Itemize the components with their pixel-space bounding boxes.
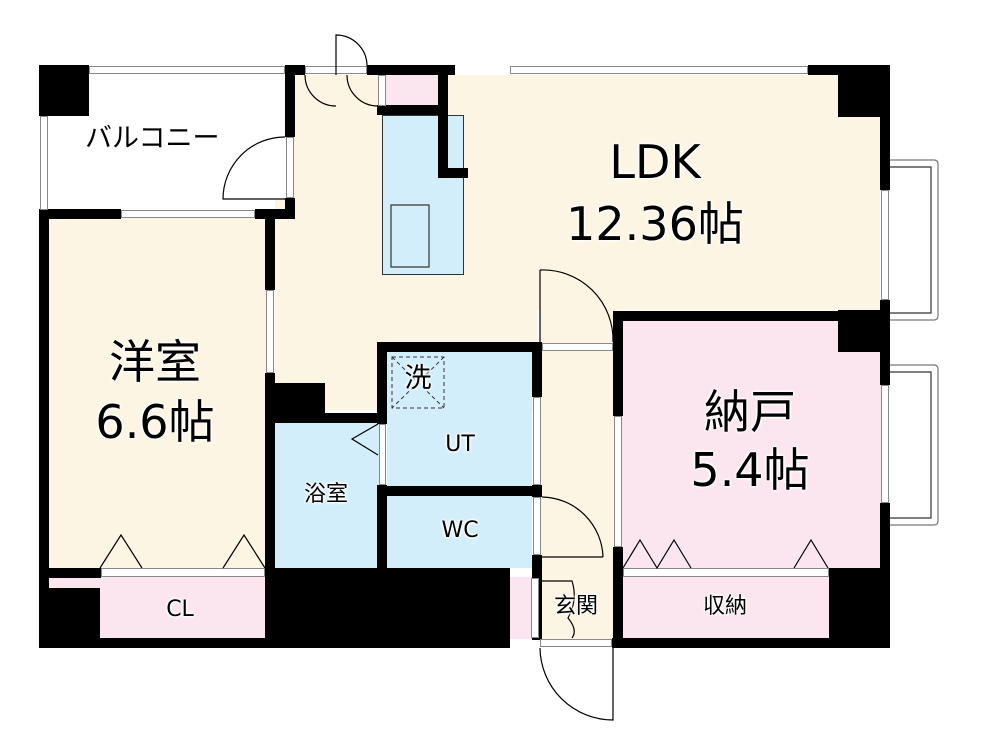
wall-balcony-bottom xyxy=(39,209,121,219)
wall-storeroom-left xyxy=(613,311,623,416)
toilet-label: WC xyxy=(441,518,479,543)
wall-ut-wc-divider xyxy=(377,486,542,496)
window-balcony-top xyxy=(89,66,285,74)
wall-ut-right xyxy=(532,342,542,397)
western-room-floor xyxy=(48,218,266,598)
wall-kitchen-top xyxy=(377,105,439,115)
storeroom-name-label: 納戸 xyxy=(704,385,796,439)
utility-floor xyxy=(387,352,532,487)
wall-entrance-left xyxy=(500,568,510,648)
wall-balcony-right-b xyxy=(285,198,295,218)
hallway-floor xyxy=(540,300,615,640)
pantry-floor xyxy=(386,75,438,107)
storage-label: 収納 xyxy=(702,594,747,619)
ldk-area-label: 12.36帖 xyxy=(566,197,744,251)
kitchen-counter xyxy=(382,115,464,275)
closet-label: CL xyxy=(166,597,194,622)
wall-bottom-mass xyxy=(265,568,500,648)
window-ldk-balcony-door xyxy=(286,137,294,198)
wall-right-1 xyxy=(880,65,890,190)
wall-balcony-bottom-b xyxy=(255,209,295,219)
window-ldk-right xyxy=(881,190,889,300)
wall-kitchen-right xyxy=(438,65,448,177)
window-entrance-bottom xyxy=(540,639,612,647)
ldk-name-label: LDK xyxy=(609,135,701,189)
window-storeroom-door xyxy=(614,416,622,547)
wall-western-right xyxy=(265,218,275,290)
window-entrance-left xyxy=(531,578,539,638)
window-wc-door xyxy=(533,497,541,555)
wall-bath-ut-divider xyxy=(377,485,387,575)
window-storeroom-right xyxy=(881,385,889,503)
wall-wc-right xyxy=(532,485,542,497)
wall-top-a xyxy=(367,65,455,75)
window-storage-top xyxy=(623,568,829,577)
wall-bottom-right-pillar xyxy=(829,568,890,648)
western-room-area-label: 6.6帖 xyxy=(95,395,215,449)
bath-label: 浴室 xyxy=(303,482,348,507)
storeroom-area-label: 5.4帖 xyxy=(690,443,810,497)
wall-kitchen-stub xyxy=(438,168,468,178)
wall-bath-top xyxy=(265,413,387,423)
window-pantry-left xyxy=(378,75,386,106)
bath-floor xyxy=(275,423,379,568)
wall-top-left xyxy=(39,65,89,116)
wall-top-mid xyxy=(285,65,305,75)
window-bath-door xyxy=(379,424,386,485)
toilet-floor xyxy=(387,496,532,568)
window-ldk-top xyxy=(510,66,808,74)
washer-label: 洗 xyxy=(404,363,432,394)
wall-balcony-right xyxy=(285,65,295,137)
window-ut-right xyxy=(533,397,541,485)
wall-left xyxy=(39,210,49,648)
window-hall-top xyxy=(542,343,613,351)
wall-ut-top xyxy=(377,342,542,352)
utility-label: UT xyxy=(445,432,475,457)
entrance-label: 玄関 xyxy=(553,594,598,619)
window-cl-top xyxy=(101,568,265,577)
wall-western-bottom xyxy=(39,568,101,578)
window-western-right xyxy=(266,290,274,373)
wall-ut-left xyxy=(377,342,387,424)
wall-storeroom-top xyxy=(613,311,883,321)
wall-bottom-b xyxy=(612,638,890,648)
storage-floor xyxy=(622,577,830,639)
window-western-top xyxy=(121,210,255,218)
balcony-label: バルコニー xyxy=(85,123,220,154)
western-room-name-label: 洋室 xyxy=(109,335,201,389)
wall-western-right-b xyxy=(265,373,275,568)
window-balcony-left xyxy=(40,116,48,210)
wall-storeroom-left-b xyxy=(613,547,623,647)
